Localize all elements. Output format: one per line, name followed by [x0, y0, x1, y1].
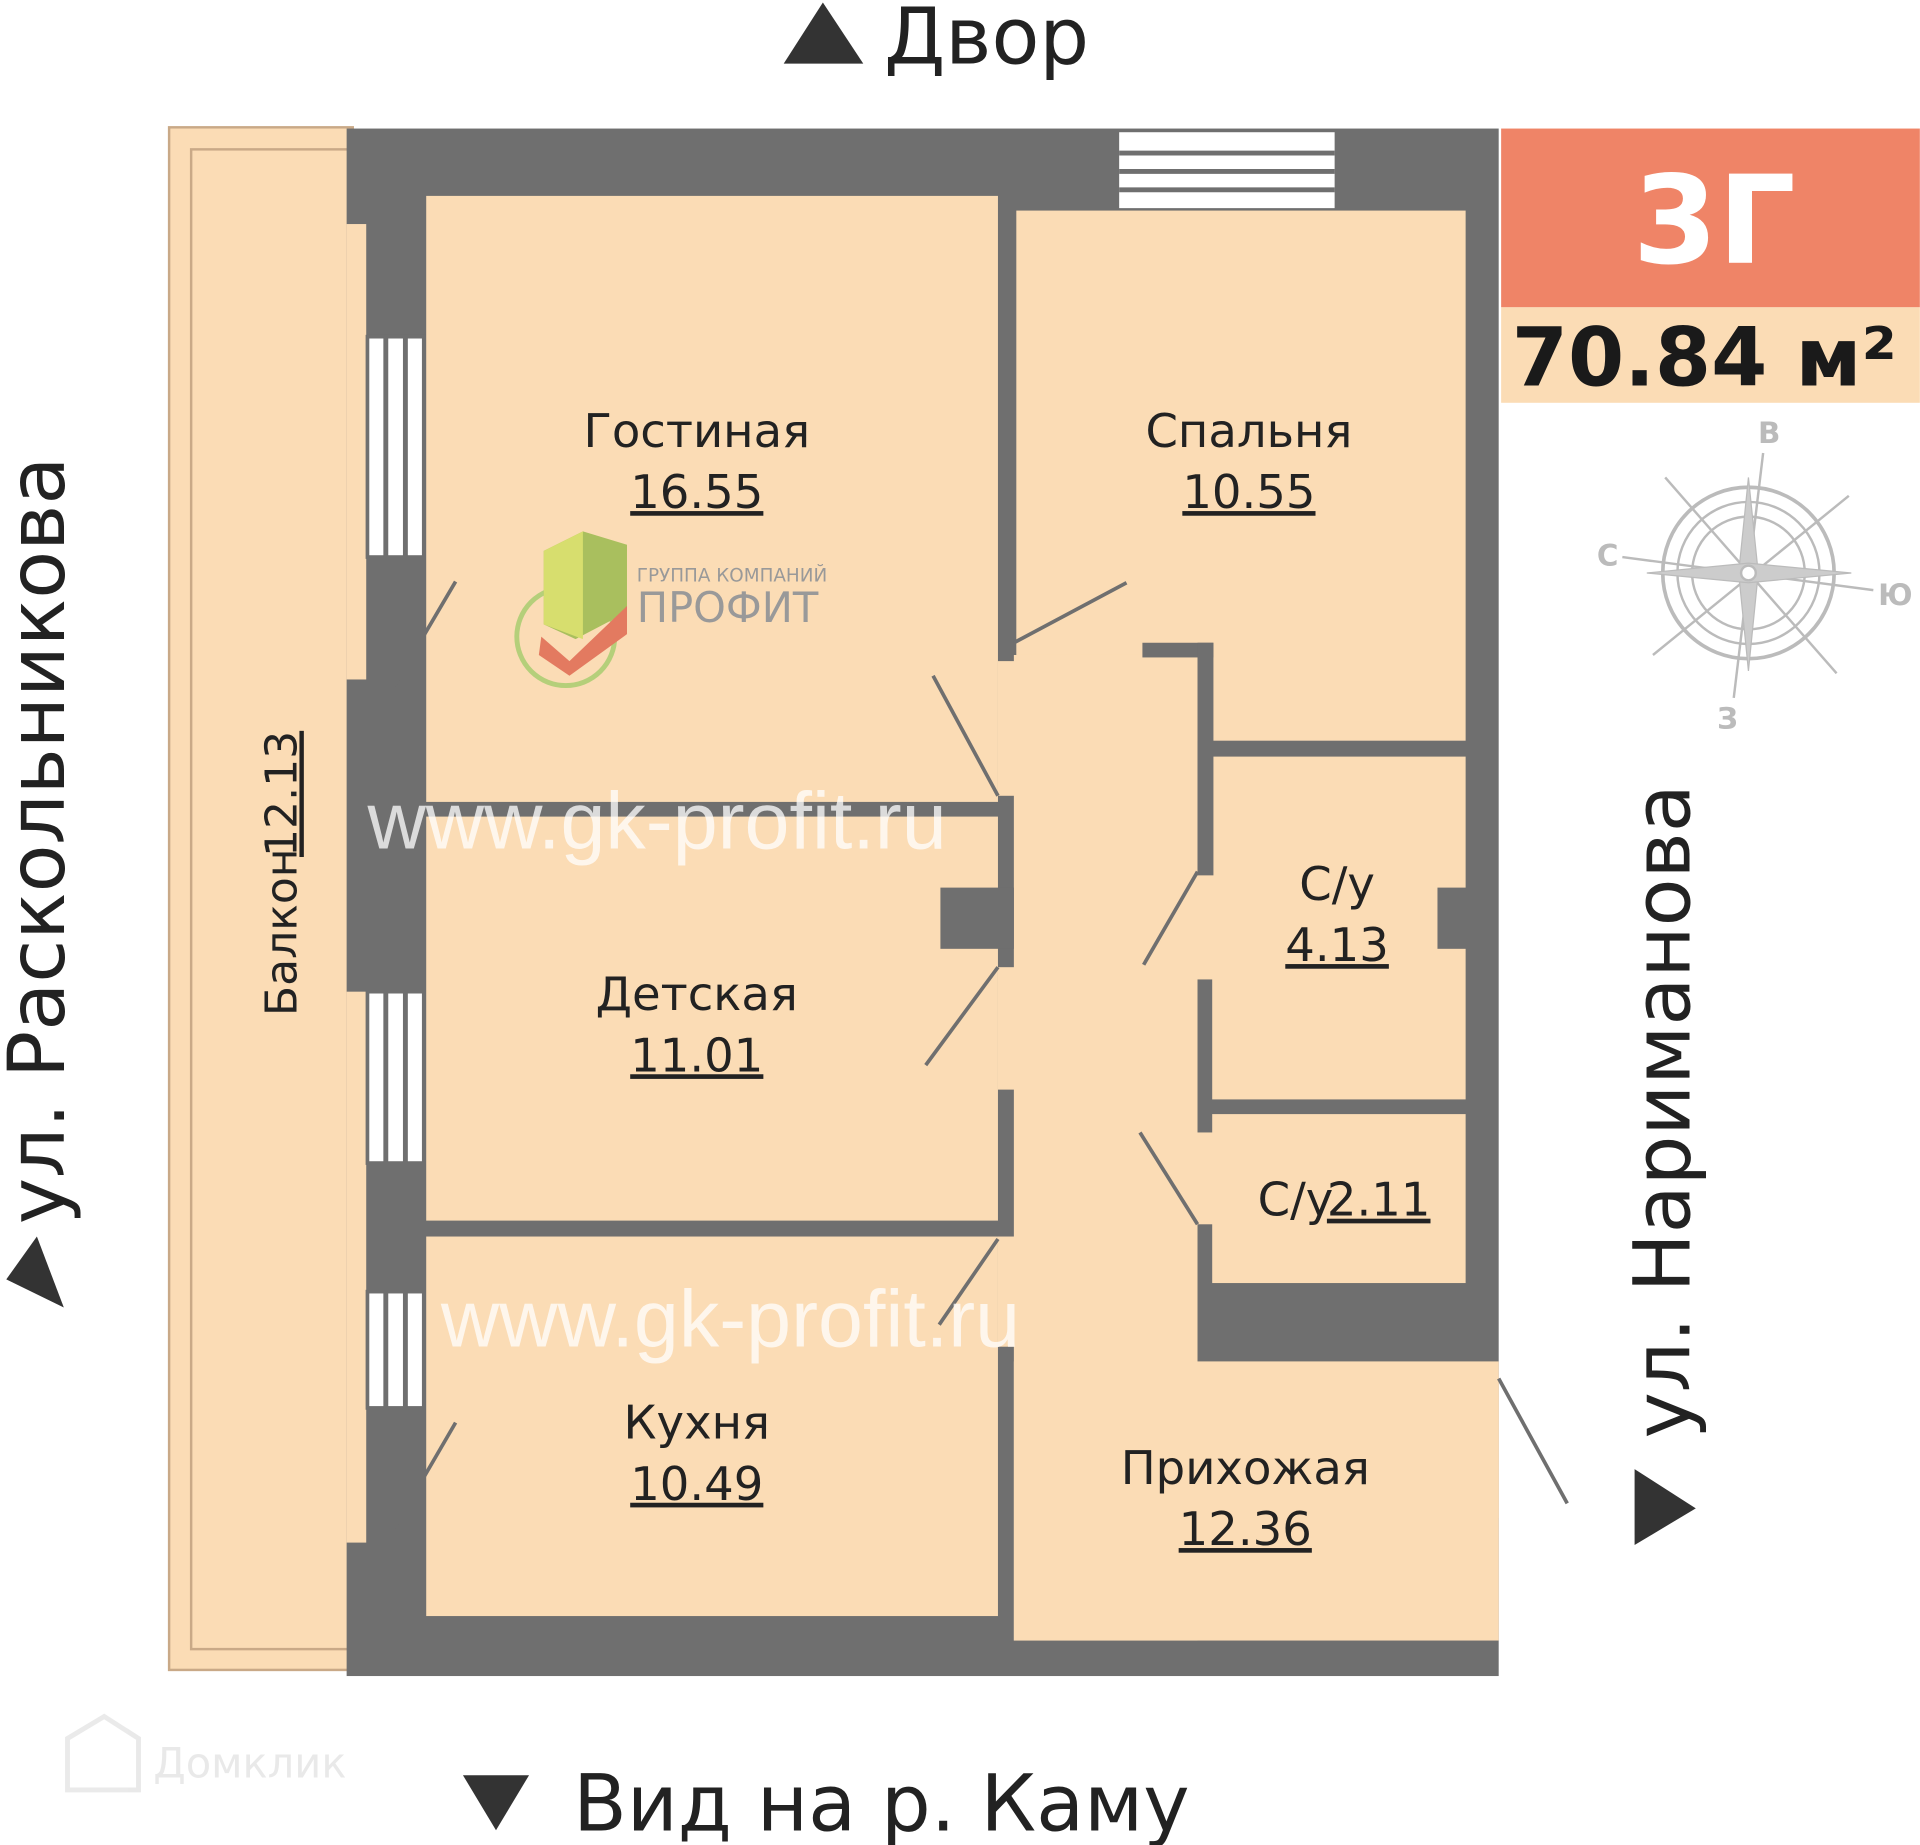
arrow-down-icon: [462, 1775, 530, 1831]
room-area: 10.55: [1182, 465, 1315, 519]
compass-label: Ю: [1878, 578, 1912, 612]
apartment-badge: [1501, 128, 1920, 308]
room-bath-2: [1212, 1114, 1466, 1284]
room-name: Прихожая: [1121, 1441, 1370, 1495]
watermark: www.gk-profit.ru: [440, 1275, 1020, 1365]
room-name: Гостиная: [583, 404, 810, 458]
arrow-right-icon: [1634, 1469, 1696, 1546]
area-strip: [1501, 307, 1920, 403]
room-area: 4.13: [1285, 918, 1389, 972]
arrow-up-icon: [783, 2, 864, 64]
room-name: Детская: [596, 967, 798, 1021]
room-area: 12.36: [1179, 1502, 1312, 1556]
domclick-watermark: Домклик: [65, 1713, 346, 1793]
arrow-left-up-icon: [6, 1236, 64, 1308]
window: [365, 334, 426, 559]
compass-icon: [1622, 452, 1874, 698]
room-hall: [1013, 1361, 1499, 1641]
direction-top: Двор: [884, 0, 1089, 83]
room-name: С/у: [1299, 857, 1375, 911]
profit-logo: ГРУППА КОМПАНИЙ ПРОФИТ: [514, 531, 827, 689]
direction-left: ул. Раскольникова: [0, 457, 83, 1225]
domclick-text: Домклик: [153, 1739, 346, 1788]
room-area: 11.01: [630, 1028, 763, 1082]
apartment-area: 70.84 м²: [1512, 312, 1897, 406]
logo-name: ПРОФИТ: [637, 583, 819, 632]
room-name: С/у: [1258, 1173, 1334, 1227]
compass-label: В: [1758, 416, 1780, 450]
logo-subtitle: ГРУППА КОМПАНИЙ: [637, 565, 827, 587]
room-kids: [426, 816, 998, 1221]
room-bedroom: [1016, 210, 1466, 741]
direction-right: ул. Нариманова: [1618, 784, 1709, 1438]
room-name: Кухня: [624, 1396, 770, 1450]
window: [365, 989, 426, 1165]
balcony: [167, 126, 354, 1672]
direction-bottom: Вид на р. Каму: [573, 1758, 1189, 1845]
room-area: 10.49: [630, 1457, 763, 1511]
room-kitchen: [426, 1236, 998, 1617]
room-bath-1: [1212, 756, 1466, 1100]
room-area: 16.55: [630, 465, 763, 519]
room-area: 2.11: [1327, 1173, 1431, 1227]
compass-label: З: [1717, 701, 1738, 735]
apartment-code: 3Г: [1633, 149, 1796, 292]
balcony-area: 12.13: [256, 731, 307, 857]
watermark: www.gk-profit.ru: [366, 776, 946, 866]
room-name: Спальня: [1145, 404, 1352, 458]
room-living: [426, 195, 998, 802]
balcony-name: Балкон: [256, 848, 307, 1016]
compass-label: С: [1597, 539, 1619, 573]
window: [365, 1289, 426, 1410]
